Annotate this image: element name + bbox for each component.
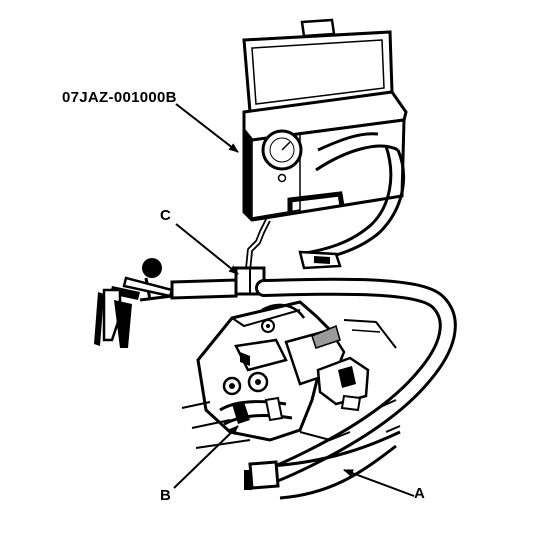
- vacuum-pump: [94, 258, 174, 348]
- leader-b: [173, 425, 239, 489]
- callout-b-label: B: [160, 487, 171, 504]
- pump-gauge: [142, 258, 162, 278]
- engine-assembly: [181, 300, 401, 449]
- callout-a-label: A: [414, 485, 425, 502]
- pressure-tester-case: [242, 18, 408, 270]
- fitting-c: [170, 266, 266, 300]
- part-number-label: 07JAZ-001000B: [62, 89, 177, 106]
- leader-c: [175, 223, 239, 275]
- leader-lines: [173, 103, 415, 497]
- callout-c-label: C: [160, 207, 171, 224]
- lid-latch: [300, 18, 336, 38]
- leader-a: [343, 469, 415, 497]
- leader-part: [175, 103, 239, 153]
- case-handle: [287, 191, 345, 212]
- hose-a: [244, 277, 457, 500]
